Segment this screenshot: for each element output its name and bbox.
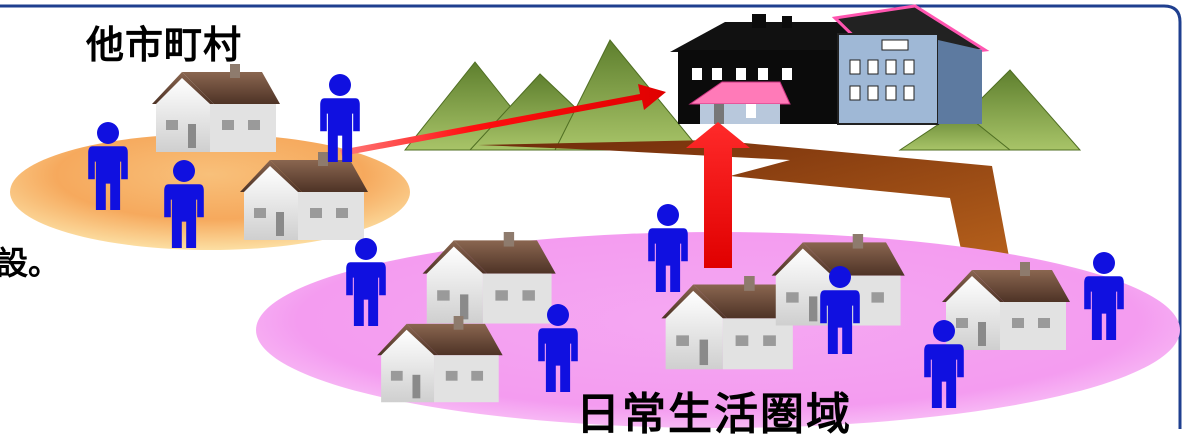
facility-icon <box>670 4 990 125</box>
other-municipalities-label: 他市町村 <box>86 23 243 67</box>
arrow-icon <box>340 84 750 268</box>
diagram-canvas <box>0 4 1182 429</box>
frame-line <box>0 4 1182 429</box>
diagram-stage: 他市町村 日常生活圏域 設。 <box>0 4 1182 440</box>
road <box>478 140 1010 268</box>
daily-life-area-label: 日常生活圏域 <box>576 389 852 440</box>
house-icon <box>152 64 280 152</box>
cutoff-text: 設。 <box>0 244 61 282</box>
house-icon <box>422 232 556 324</box>
